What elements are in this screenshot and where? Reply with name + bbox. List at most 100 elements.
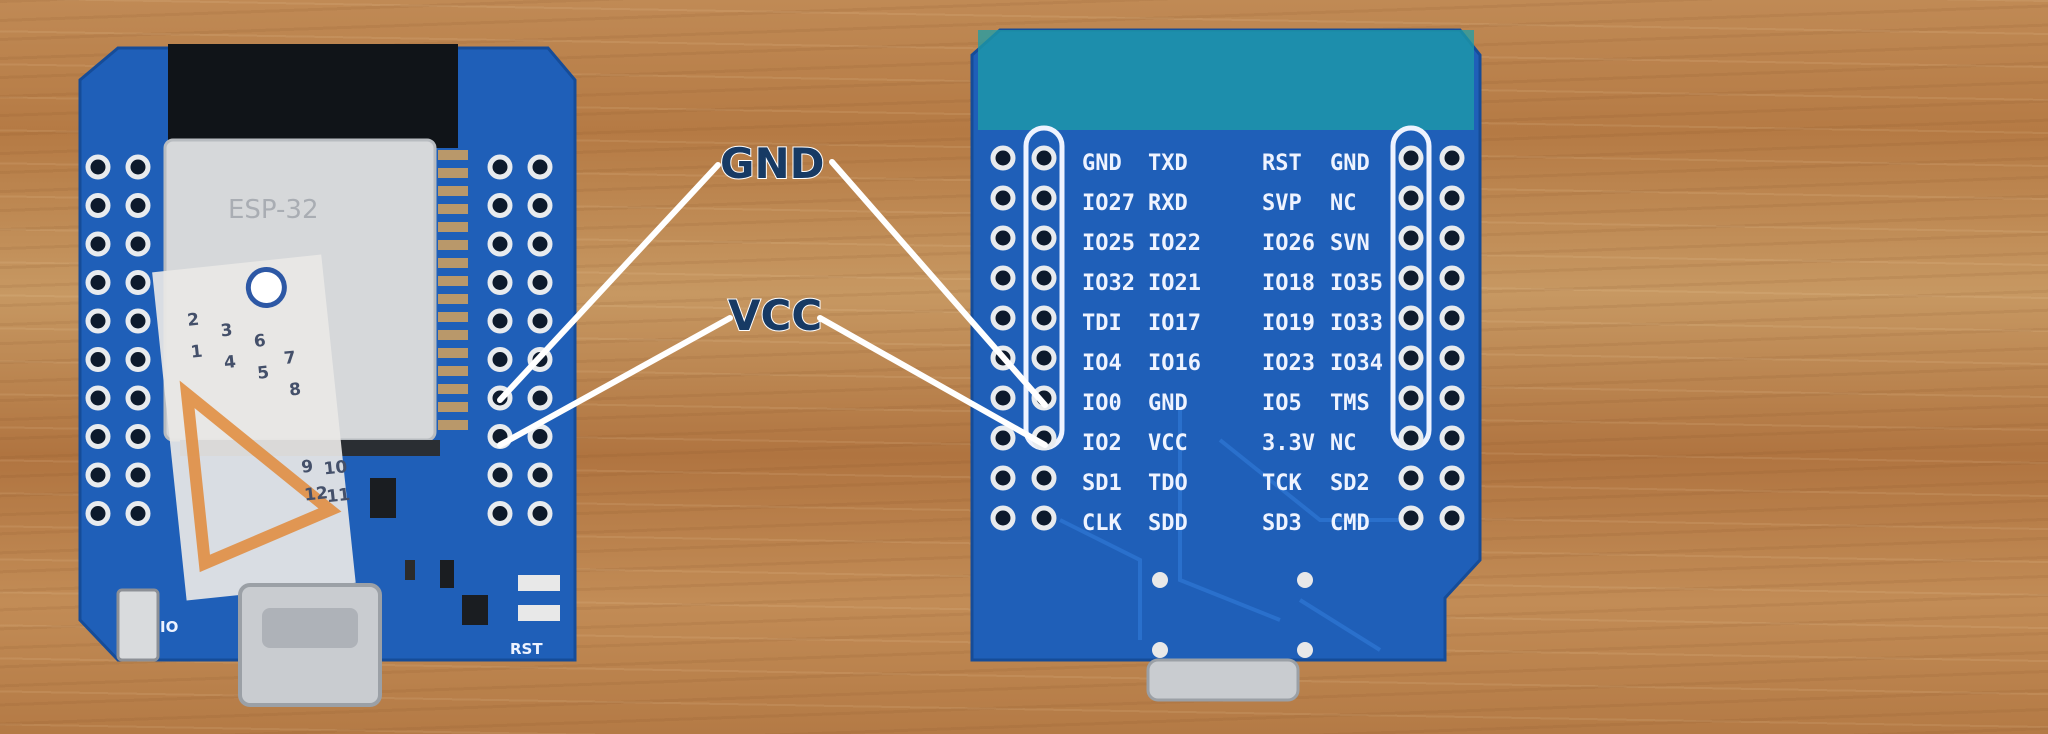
module-pad — [438, 330, 468, 340]
vcc-leader-right — [817, 315, 1048, 448]
header-hole — [1439, 185, 1465, 211]
header-hole — [1031, 225, 1057, 251]
header-hole — [487, 154, 513, 180]
header-hole — [1031, 465, 1057, 491]
pin-label-r1: IO5 — [1262, 391, 1302, 416]
header-hole — [1398, 345, 1424, 371]
antenna-block — [168, 44, 458, 148]
module-pad — [438, 204, 468, 214]
pin-label-l2: IO21 — [1148, 271, 1201, 296]
header-hole — [1031, 185, 1057, 211]
pin-label-l2: VCC — [1148, 431, 1188, 456]
pin-label-l2: IO22 — [1148, 231, 1201, 256]
header-hole — [487, 231, 513, 257]
header-hole — [1439, 145, 1465, 171]
sticker-num: 8 — [288, 379, 302, 400]
vcc-label: VCC — [728, 291, 822, 340]
vcc-leader-left — [497, 315, 733, 448]
header-hole — [1031, 385, 1057, 411]
header-hole — [85, 270, 111, 295]
pin-label-l2: SDD — [1148, 511, 1188, 536]
header-hole — [990, 305, 1016, 331]
module-marking: ESP-32 — [228, 195, 319, 225]
header-hole — [487, 462, 513, 488]
via — [1297, 572, 1313, 588]
pin-label-r1: IO19 — [1262, 311, 1315, 336]
header-hole — [527, 231, 553, 257]
module-pad — [438, 366, 468, 376]
pin-label-l1: IO2 — [1082, 431, 1122, 456]
pin-label-l2: IO17 — [1148, 311, 1201, 336]
header-hole — [1031, 265, 1057, 291]
module-pad — [438, 168, 468, 178]
sticker-num: 7 — [283, 348, 297, 369]
pin-label-r1: TCK — [1262, 471, 1302, 496]
pin-label-r2: IO35 — [1330, 271, 1383, 296]
header-hole — [125, 193, 151, 218]
gnd-label: GND — [720, 139, 825, 188]
header-hole — [85, 462, 111, 488]
sticker: 7 8 6 5 3 4 2 1 9 10 12 11 — [152, 254, 356, 601]
reset-button — [116, 588, 160, 662]
header-hole — [85, 501, 111, 526]
header-hole — [125, 270, 151, 295]
usb-c-port — [262, 608, 358, 648]
header-hole — [487, 270, 513, 295]
pcb-traces — [1059, 410, 1400, 652]
pin-label-l1: IO4 — [1082, 351, 1122, 376]
header-hole — [85, 385, 111, 411]
module-pad — [438, 402, 468, 412]
header-hole — [1398, 305, 1424, 331]
pin-label-l1: IO32 — [1082, 271, 1135, 296]
header-hole — [1398, 145, 1424, 171]
gnd-leader-right — [829, 159, 1048, 408]
header-hole — [125, 501, 151, 526]
gnd-leader-left — [497, 162, 721, 403]
header-hole — [487, 347, 513, 372]
header-hole — [527, 270, 553, 295]
sticker-num: 10 — [323, 457, 349, 479]
pin-label-r2: TMS — [1330, 391, 1370, 416]
header-hole — [990, 385, 1016, 411]
module-pad — [438, 276, 468, 286]
pin-label-r2: IO33 — [1330, 311, 1383, 336]
pin-label-r2: NC — [1330, 191, 1357, 216]
pin-label-l2: IO16 — [1148, 351, 1201, 376]
header-hole — [1398, 225, 1424, 251]
module-pad — [438, 420, 468, 430]
pin-label-l1: GND — [1082, 151, 1122, 176]
via — [1297, 642, 1313, 658]
io-marking: IO — [160, 618, 178, 636]
header-hole — [1031, 505, 1057, 531]
pin-label-r2: SVN — [1330, 231, 1370, 256]
header-hole — [1439, 465, 1465, 491]
header-hole — [1439, 385, 1465, 411]
sticker-num: 1 — [190, 342, 204, 363]
pin-label-l1: TDI — [1082, 311, 1122, 336]
header-hole — [1398, 385, 1424, 411]
header-hole — [1031, 145, 1057, 171]
header-hole — [1031, 345, 1057, 371]
header-hole — [125, 462, 151, 488]
sticker-num: 12 — [303, 483, 329, 505]
rst-marking: RST — [510, 640, 543, 658]
castellated-pads — [438, 150, 468, 430]
header-hole — [990, 425, 1016, 451]
header-hole — [1439, 425, 1465, 451]
header-hole — [1398, 185, 1424, 211]
pin-label-r1: SVP — [1262, 191, 1302, 216]
pin-label-r1: IO18 — [1262, 271, 1315, 296]
sticker-num: 9 — [300, 457, 314, 478]
header-hole — [990, 505, 1016, 531]
pin-label-r1: IO26 — [1262, 231, 1315, 256]
pin-label-l1: CLK — [1082, 511, 1122, 536]
usb-c-connector-back — [1146, 658, 1300, 702]
header-hole — [487, 193, 513, 218]
pin-label-r1: SD3 — [1262, 511, 1302, 536]
header-hole — [487, 308, 513, 334]
header-hole — [527, 154, 553, 180]
header-hole — [1439, 305, 1465, 331]
header-hole — [125, 154, 151, 180]
header-hole — [527, 424, 553, 449]
